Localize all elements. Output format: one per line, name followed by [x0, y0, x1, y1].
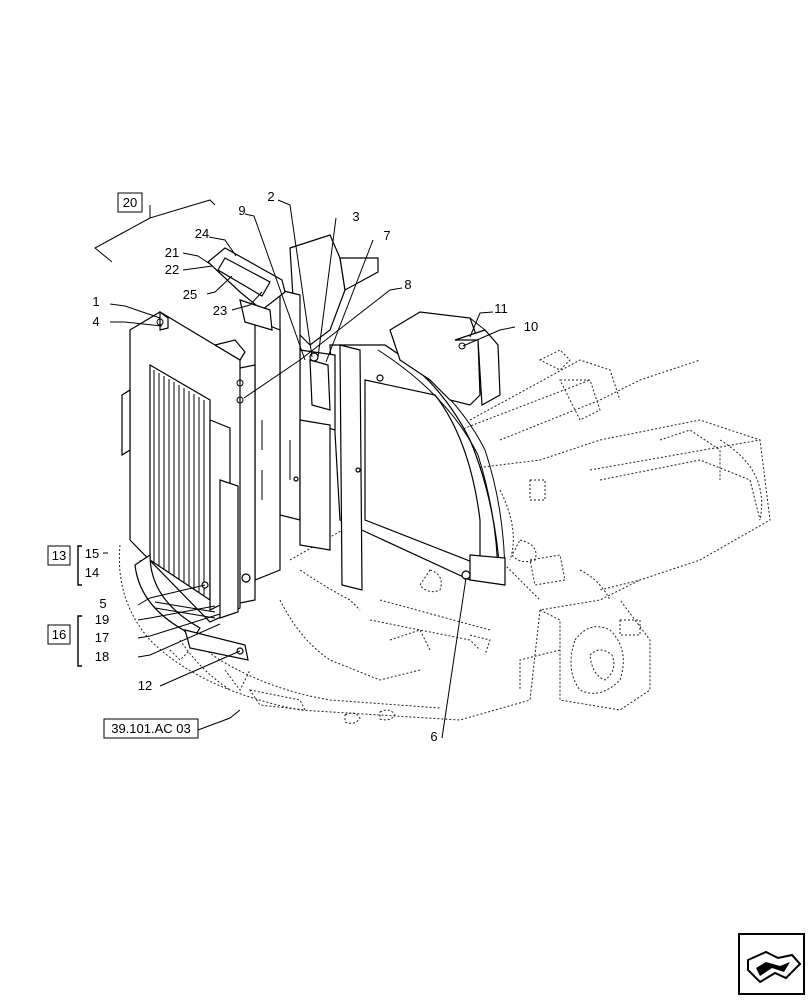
chassis-frame [118, 349, 771, 724]
callout-16: 16 [52, 627, 66, 642]
callout-15: 15 [85, 546, 99, 561]
callout-6: 6 [430, 729, 437, 744]
seal-strips [134, 553, 249, 661]
callout-23: 23 [213, 303, 227, 318]
callout-9: 9 [238, 203, 245, 218]
callout-4: 4 [92, 314, 99, 329]
callout-19: 19 [95, 612, 109, 627]
callout-7: 7 [383, 228, 390, 243]
callout-18: 18 [95, 649, 109, 664]
callout-box-16 [47, 624, 71, 645]
reference-box [103, 718, 199, 739]
callout-12: 12 [138, 678, 152, 693]
radiator [121, 310, 246, 623]
callout-11: 11 [494, 301, 508, 316]
callout-24: 24 [195, 226, 209, 241]
air-duct [389, 311, 501, 406]
leader-lines [77, 199, 516, 739]
callout-2: 2 [267, 189, 274, 204]
top-bracket [207, 247, 286, 331]
callout-10: 10 [524, 319, 538, 334]
callout-14: 14 [85, 565, 99, 580]
callout-8: 8 [404, 277, 411, 292]
callout-5: 5 [99, 596, 106, 611]
callout-20: 20 [123, 195, 137, 210]
callout-22: 22 [165, 262, 179, 277]
callout-17: 17 [95, 630, 109, 645]
shroud-panel [329, 344, 506, 591]
radiator-fins [153, 370, 205, 596]
upright-bracket [279, 234, 379, 521]
callout-25: 25 [183, 287, 197, 302]
callout-13: 13 [52, 548, 66, 563]
reference-label: 39.101.AC 03 [111, 721, 191, 736]
callout-box-20 [117, 192, 143, 213]
callout-3: 3 [352, 209, 359, 224]
callouts: 20 9 2 3 7 8 11 10 24 21 22 25 23 1 4 13… [47, 189, 538, 744]
next-page-arrow-icon[interactable] [738, 933, 805, 995]
callout-1: 1 [92, 294, 99, 309]
callout-21: 21 [165, 245, 179, 260]
callout-box-13 [47, 545, 71, 566]
